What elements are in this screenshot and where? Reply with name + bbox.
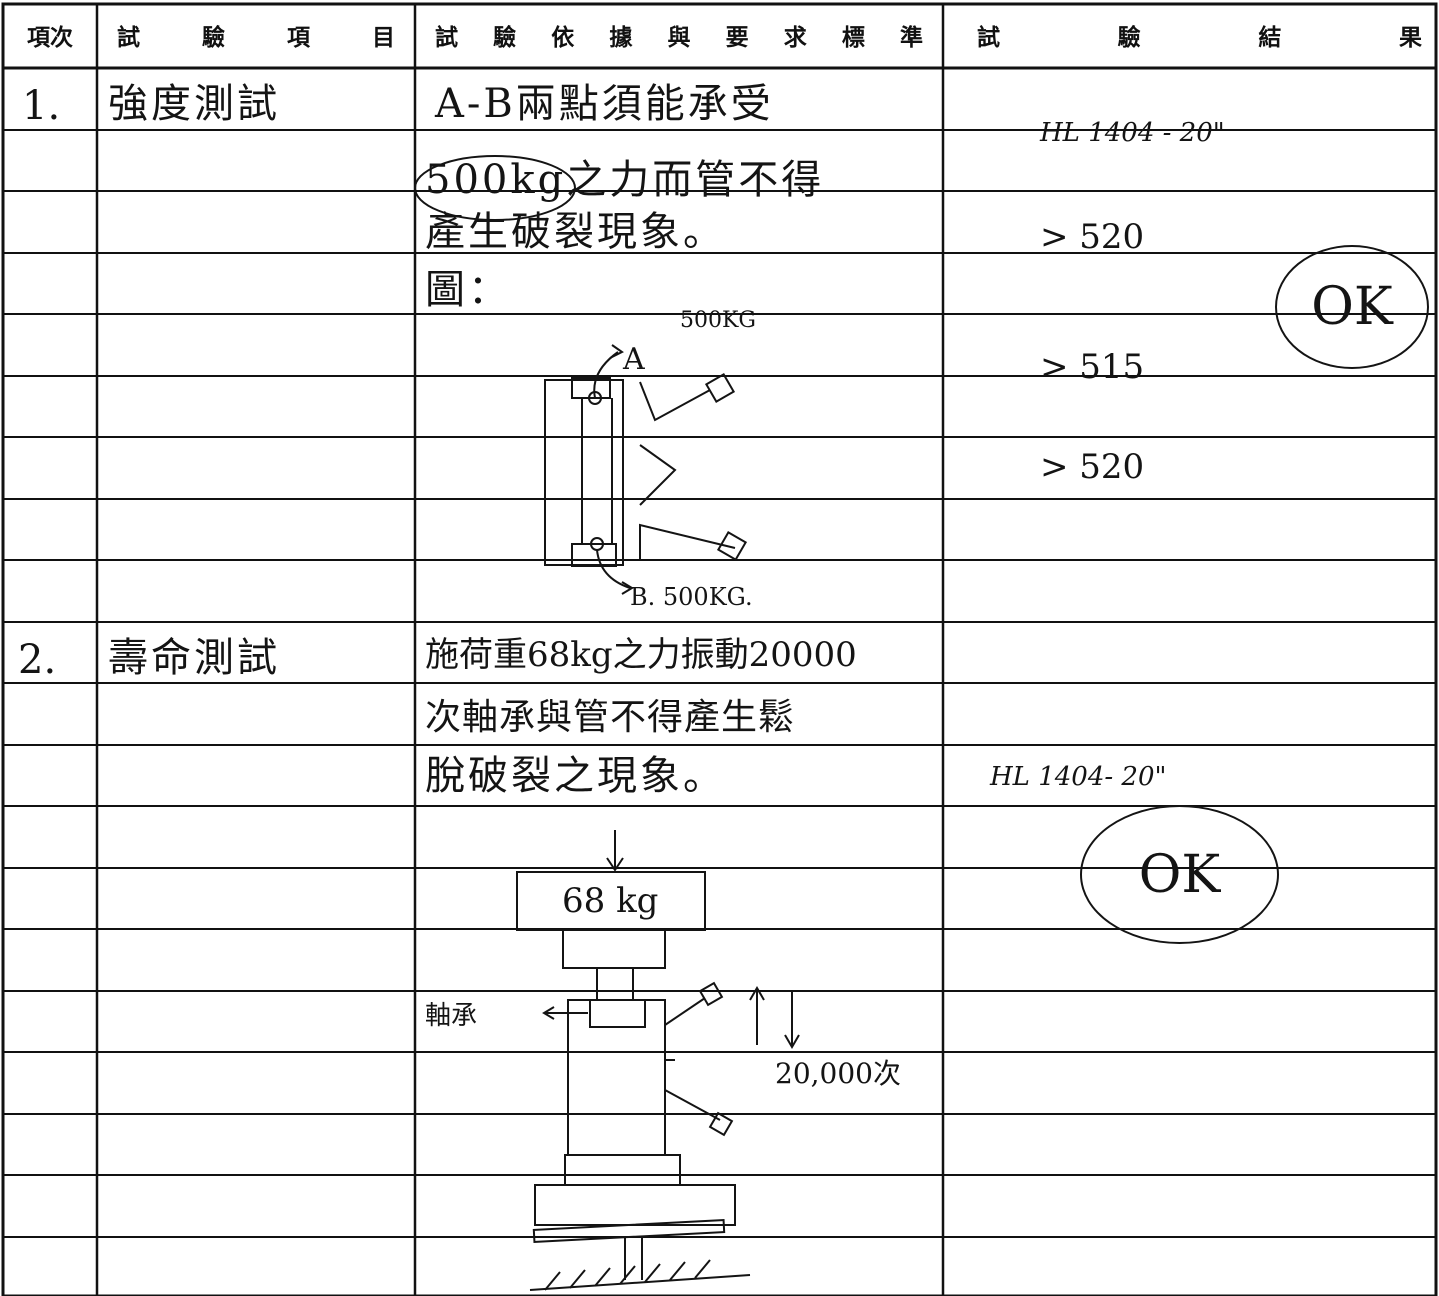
header-index-label: 項次	[27, 25, 73, 51]
test-1-reading-1: > 520	[1040, 217, 1145, 257]
header-standard-char: 與	[667, 25, 691, 51]
header-standard-char: 求	[783, 25, 807, 51]
test-1-model: HL 1404 - 20"	[1040, 118, 1225, 148]
test-2-verdict: OK	[1138, 844, 1221, 905]
header-index: 項次	[3, 4, 97, 66]
header-standard-char: 標	[841, 25, 865, 51]
test-1-standard-line: 圖：	[425, 267, 511, 313]
header-standard-char: 依	[551, 25, 575, 51]
test-2-standard-line: 施荷重68kg之力振動20000	[425, 635, 857, 675]
test-2-name: 壽命測試	[108, 635, 280, 681]
test-1-reading-3: > 520	[1040, 447, 1145, 487]
test-1-standard-line: 500kg之力而管不得	[425, 157, 825, 203]
header-standard-char: 據	[609, 25, 633, 51]
header-result-char: 試	[977, 25, 1000, 51]
header-test-item: 試 驗 項 目	[97, 4, 415, 66]
point-b-label: B. 500KG.	[630, 583, 753, 611]
test-1-index: 1.	[22, 83, 61, 129]
test-1-reading-2: > 515	[1040, 347, 1145, 387]
header-item-char: 目	[372, 25, 395, 51]
header-result-char: 果	[1398, 25, 1422, 51]
test-2-standard-line: 脫破裂之現象。	[425, 753, 726, 799]
test-1-ok-stamp: OK	[1275, 245, 1429, 369]
cycles-label: 20,000次	[775, 1057, 901, 1090]
test-2-model: HL 1404- 20"	[990, 762, 1167, 792]
test-1-verdict: OK	[1311, 277, 1393, 337]
row-lines	[3, 129, 1436, 1238]
bearing-label: 軸承	[425, 1001, 478, 1031]
header-standard-char: 試	[435, 25, 458, 51]
header-item-char: 試	[117, 25, 140, 51]
point-a-label: A	[623, 342, 645, 377]
strength-test-diagram	[544, 344, 748, 595]
test-2-standard-line: 次軸承與管不得產生鬆	[425, 697, 796, 738]
header-test-result: 試 驗 結 果	[943, 4, 1436, 66]
point-a-load-label: 500KG	[680, 308, 757, 333]
test-1-standard-line: A-B兩點須能承受	[435, 81, 774, 127]
header-item-char: 驗	[202, 25, 225, 51]
test-1-name: 強度測試	[108, 81, 280, 127]
header-result-char: 結	[1258, 25, 1282, 51]
header-item-char: 項	[287, 25, 310, 51]
weight-label: 68 kg	[562, 881, 659, 921]
header-standard-char: 準	[900, 25, 923, 51]
header-test-standard: 試 驗 依 據 與 要 求 標 準	[415, 4, 943, 66]
test-2-ok-stamp: OK	[1080, 805, 1279, 944]
test-2-index: 2.	[18, 637, 57, 683]
header-standard-char: 驗	[493, 25, 517, 51]
life-test-diagram	[516, 830, 800, 1291]
load-circle	[414, 155, 576, 221]
header-standard-char: 要	[725, 25, 749, 51]
header-result-char: 驗	[1117, 25, 1141, 51]
